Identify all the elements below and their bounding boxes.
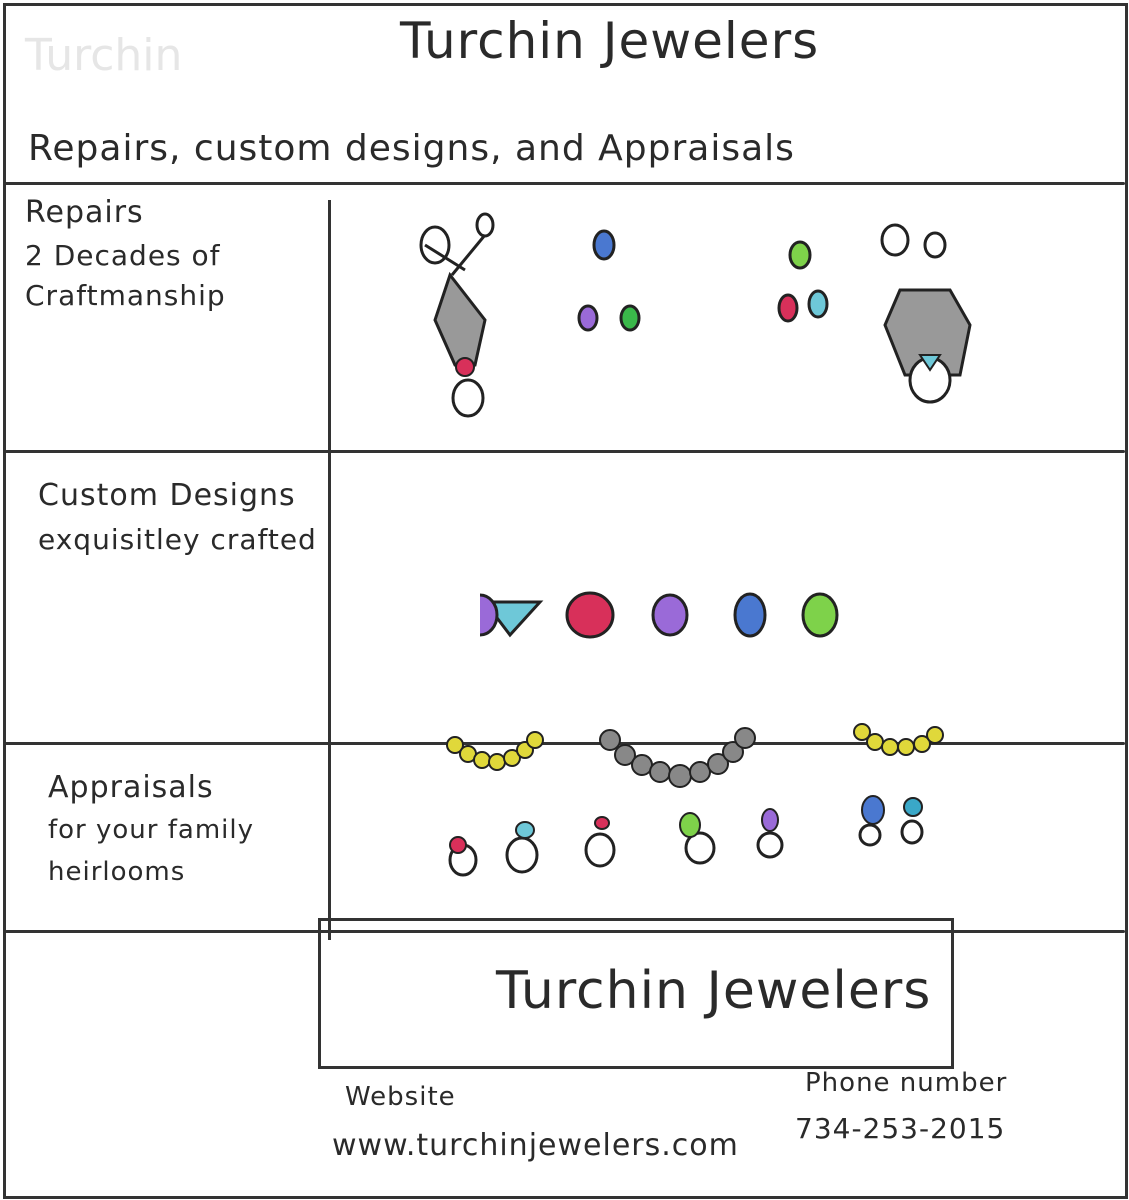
custom-designs-image	[461, 590, 860, 650]
section-description: 2 Decades of Craftmanship	[25, 239, 226, 312]
site-tagline: Repairs, custom designs, and Appraisals	[28, 128, 795, 169]
section-title: Repairs	[25, 195, 144, 230]
header-divider	[5, 182, 1125, 185]
appraisals-image	[430, 720, 970, 890]
footer-logo: Turchin Jewelers	[496, 961, 932, 1021]
watermark-logo: Turchin	[25, 30, 183, 81]
section-appraisals[interactable]: Appraisals for your family heirlooms	[48, 770, 323, 893]
section-description: exquisitley crafted	[38, 523, 317, 556]
section-custom-designs[interactable]: Custom Designs exquisitley crafted	[38, 478, 323, 561]
phone-label: Phone number	[805, 1068, 1008, 1098]
site-title[interactable]: Turchin Jewelers	[400, 12, 820, 70]
website-link[interactable]: www.turchinjewelers.com	[332, 1128, 739, 1163]
section-title: Appraisals	[48, 770, 214, 805]
page-frame	[3, 3, 1128, 1199]
website-label: Website	[345, 1082, 456, 1112]
footer-logo-box: Turchin Jewelers	[318, 918, 954, 1069]
phone-number[interactable]: 734-253-2015	[795, 1112, 1006, 1145]
row-divider	[5, 930, 1125, 933]
necklaces-and-rings-illustration	[446, 723, 944, 877]
section-description: for your family heirlooms	[48, 815, 254, 887]
row-divider	[5, 450, 1125, 453]
row-divider	[5, 742, 1125, 745]
column-divider	[328, 200, 331, 940]
earrings-illustration	[419, 212, 972, 418]
section-title: Custom Designs	[38, 478, 296, 513]
gemstones-illustration	[461, 591, 839, 639]
section-repairs[interactable]: Repairs 2 Decades of Craftmanship	[25, 195, 315, 316]
repairs-image	[340, 200, 1120, 445]
